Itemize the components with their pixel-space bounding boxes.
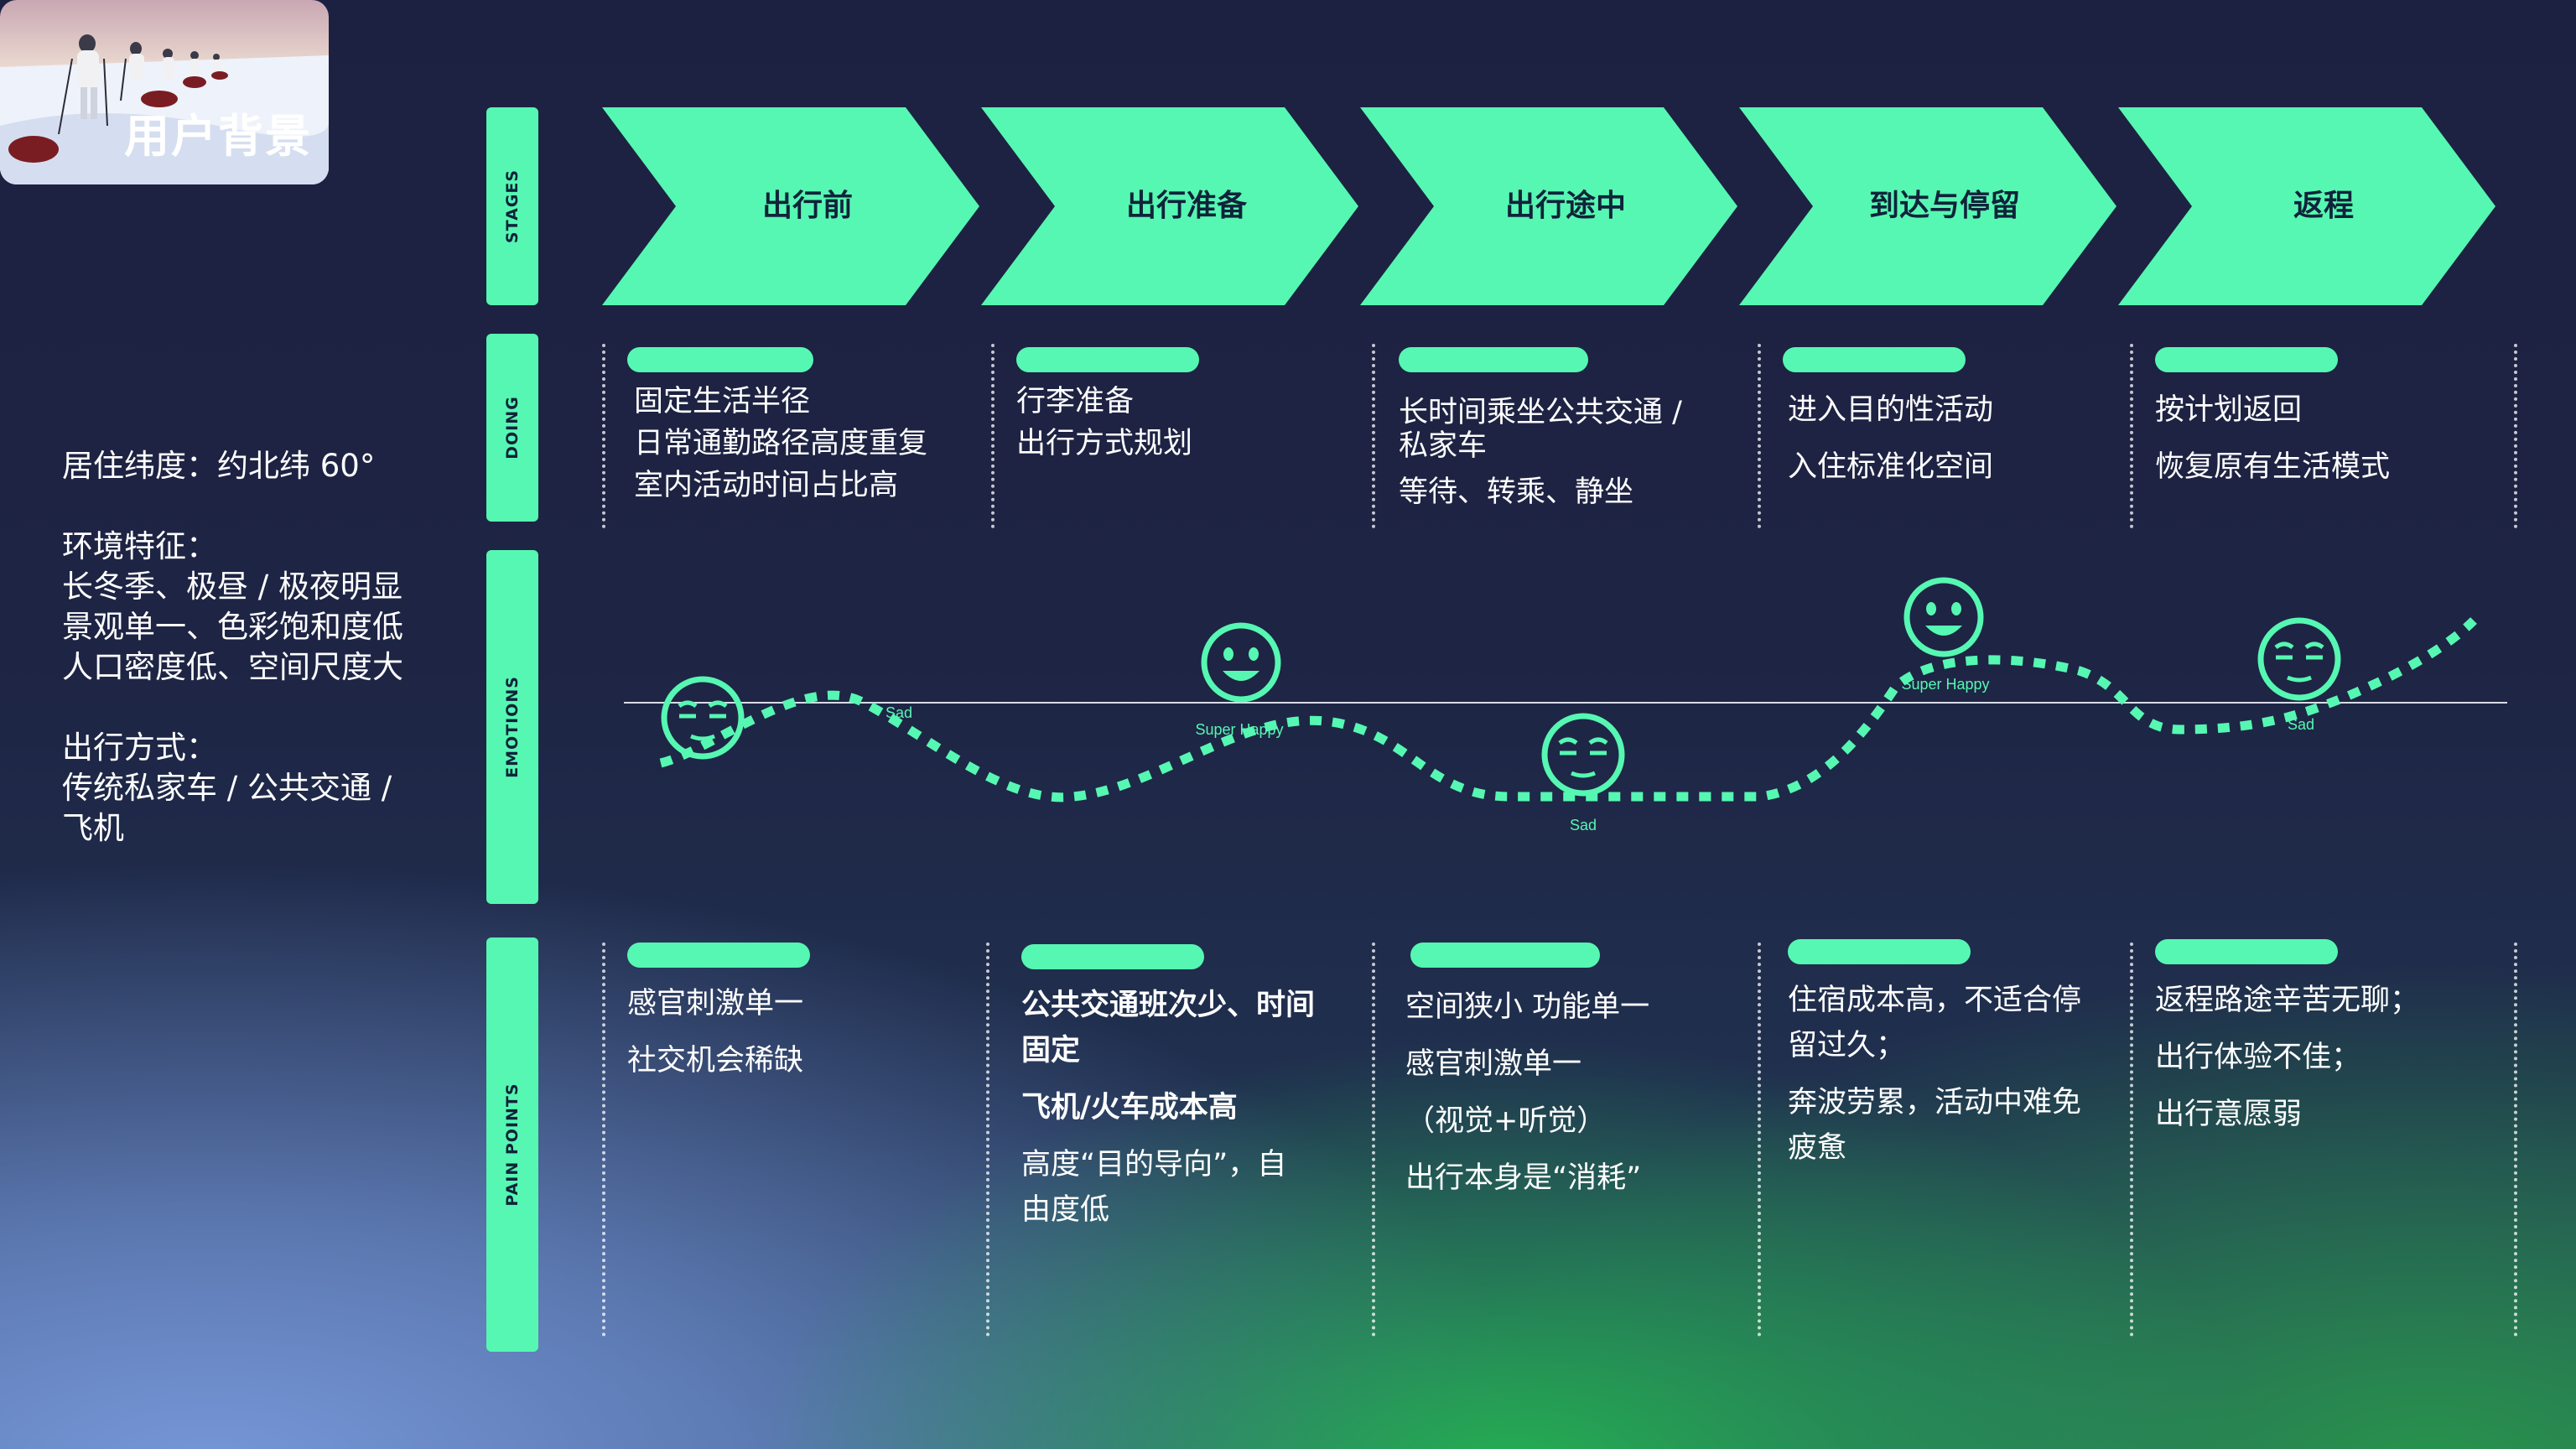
column-divider — [602, 943, 605, 1337]
emotion-label: Sad — [1570, 817, 1597, 834]
pain-item: （视觉+听觉） — [1405, 1100, 1606, 1142]
sad-face-icon — [1545, 716, 1622, 793]
pain-item: 空间狭小 功能单一 — [1405, 986, 1649, 1028]
super-happy-face-icon — [1204, 626, 1278, 699]
pain-item: 返程路途辛苦无聊； — [2155, 979, 2419, 1021]
emotion-label: Sad — [2288, 716, 2314, 733]
pain-item: 住宿成本高，不适合停 — [1788, 979, 2081, 1021]
pain-item: 出行体验不佳； — [2155, 1036, 2360, 1078]
pain-item: 出行意愿弱 — [2155, 1093, 2302, 1135]
pain-item: 高度“目的导向”，自 — [1021, 1144, 1286, 1186]
emotion-label: Super Happy — [1901, 676, 1989, 693]
pain-item: 奔波劳累，活动中难免 — [1788, 1082, 2081, 1124]
pain-item: 由度低 — [1021, 1189, 1109, 1231]
pain-marker — [1788, 939, 1971, 964]
pain-item: 公共交通班次少、时间 — [1021, 984, 1315, 1026]
pain-marker — [1021, 944, 1204, 969]
pain-item: 感官刺激单一 — [1405, 1043, 1581, 1085]
column-divider — [1758, 943, 1761, 1337]
pain-marker — [2155, 939, 2338, 964]
pain-item: 飞机/火车成本高 — [1021, 1087, 1238, 1129]
pain-item: 感官刺激单一 — [627, 983, 803, 1025]
sad-face-icon — [2261, 621, 2338, 698]
pain-marker — [1410, 943, 1600, 968]
pain-item: 出行本身是“消耗” — [1405, 1157, 1641, 1199]
column-divider — [986, 943, 989, 1337]
emotion-label: Super Happy — [1195, 721, 1283, 738]
pain-item: 疲惫 — [1788, 1127, 1846, 1169]
pain-item: 固定 — [1021, 1030, 1080, 1072]
column-divider — [2130, 943, 2133, 1337]
emotion-curve — [661, 621, 2474, 797]
super-happy-face-icon — [1907, 580, 1981, 654]
pain-marker — [627, 943, 810, 968]
column-divider — [2514, 943, 2517, 1337]
column-divider — [1372, 943, 1375, 1337]
pain-item: 留过久； — [1788, 1025, 1905, 1067]
pain-item: 社交机会稀缺 — [627, 1040, 803, 1082]
emotion-label: Sad — [886, 704, 912, 721]
